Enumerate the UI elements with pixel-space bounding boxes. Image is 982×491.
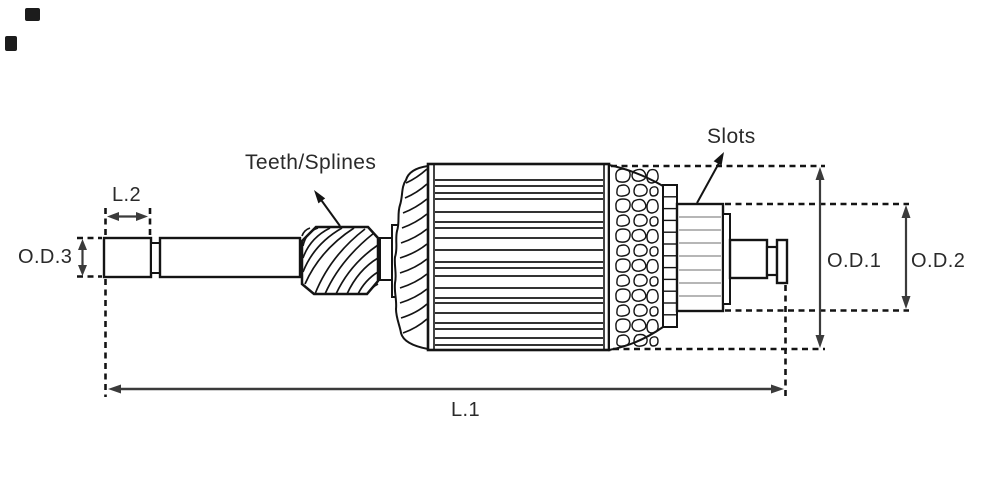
label-teeth-splines: Teeth/Splines [245, 151, 377, 174]
spline-block [300, 225, 380, 296]
spline-grain-lines [301, 227, 379, 295]
dimension-od2 [901, 205, 911, 309]
corner-artifact-icon [25, 8, 40, 21]
dimension-l2 [107, 212, 148, 221]
shaft-right-end [728, 238, 789, 285]
label-od2: O.D.2 [911, 250, 966, 272]
label-od3: O.D.3 [18, 246, 73, 268]
leader-slots [696, 152, 724, 204]
commutator-cylinder [675, 202, 731, 313]
dimension-l1 [108, 384, 784, 394]
dimension-od1 [815, 167, 825, 348]
slot-ladder [662, 184, 678, 328]
shaft-left-end [102, 236, 302, 279]
armature-core [426, 162, 611, 352]
dimension-od3 [78, 239, 87, 276]
label-l1: L.1 [451, 399, 481, 421]
label-l2: L.2 [112, 184, 142, 206]
slots-section [608, 163, 678, 352]
core-winding-lines [435, 179, 603, 346]
commutator-segment-lines [679, 216, 721, 297]
end-winding-stack [393, 164, 429, 351]
label-slots: Slots [707, 125, 756, 148]
leader-teeth-splines [314, 190, 341, 227]
end-winding-curves [399, 168, 428, 334]
label-od1: O.D.1 [827, 250, 882, 272]
corner-artifact-icon [5, 36, 17, 51]
